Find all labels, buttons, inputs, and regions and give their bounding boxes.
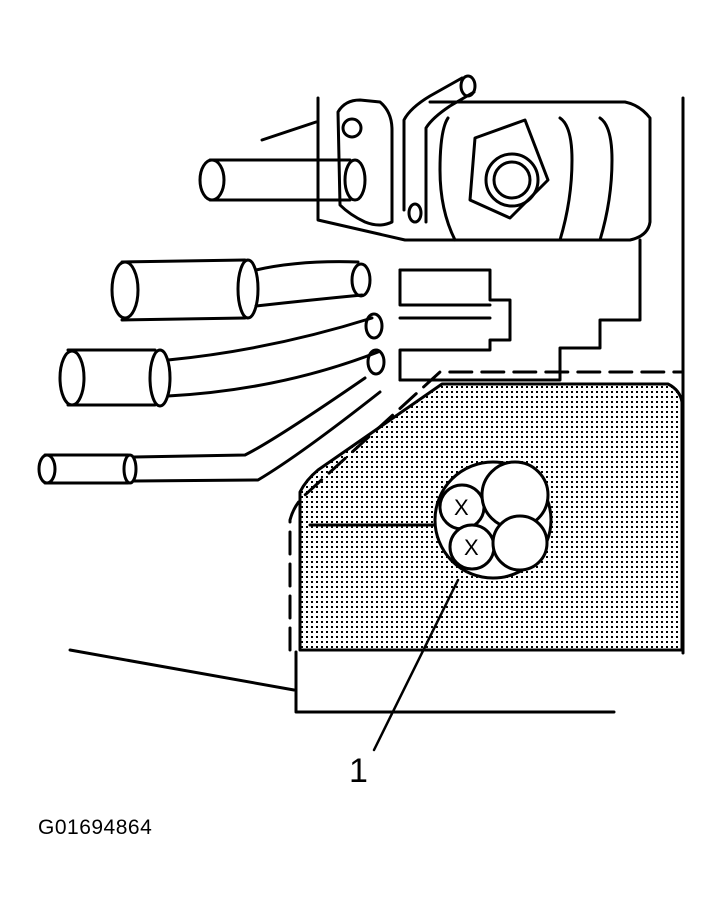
cable-1 xyxy=(208,158,352,202)
cable-4 xyxy=(43,376,382,485)
cable-2-wire-end xyxy=(350,262,372,298)
cable-2-end xyxy=(110,260,140,320)
cell-marker-upper: X xyxy=(454,495,469,520)
bracket-hole xyxy=(341,117,363,139)
callout-label-1: 1 xyxy=(349,752,368,790)
cell-lower-right xyxy=(491,514,549,572)
base-leader-line xyxy=(68,648,296,692)
rod-foot xyxy=(407,202,423,224)
cable-3-wire-end-a xyxy=(364,312,384,340)
bent-rod xyxy=(402,76,476,224)
cable-3-wire-end-b xyxy=(366,348,386,376)
cable-3 xyxy=(66,348,157,407)
nut-bolt-inner xyxy=(492,160,532,200)
connector-slots xyxy=(398,268,492,382)
cable-3-sleeve xyxy=(148,348,172,408)
cable-4-sleeve xyxy=(122,453,138,485)
nut-bolt xyxy=(484,152,540,208)
callout-leader-line xyxy=(372,578,460,752)
figure-id: G01694864 xyxy=(38,816,153,839)
cable-1-end xyxy=(198,158,226,202)
housing-ribs xyxy=(438,116,614,242)
cable-1-sleeve xyxy=(343,158,367,202)
cable-2-wire xyxy=(254,260,364,308)
terminal-bracket xyxy=(336,98,394,227)
battery-dashed-outline xyxy=(288,370,684,652)
cell-marker-lower: X xyxy=(464,535,479,560)
top-leader-line xyxy=(260,120,318,142)
cable-2-sleeve xyxy=(236,258,260,320)
cable-3-wire xyxy=(166,316,380,398)
cable-3-end xyxy=(58,349,86,407)
connector-block xyxy=(398,238,642,382)
base-frame xyxy=(294,650,616,714)
rod-end xyxy=(459,74,477,98)
cable-2 xyxy=(120,258,247,322)
cable-4-end xyxy=(37,453,57,485)
terminal-housing xyxy=(316,96,652,242)
